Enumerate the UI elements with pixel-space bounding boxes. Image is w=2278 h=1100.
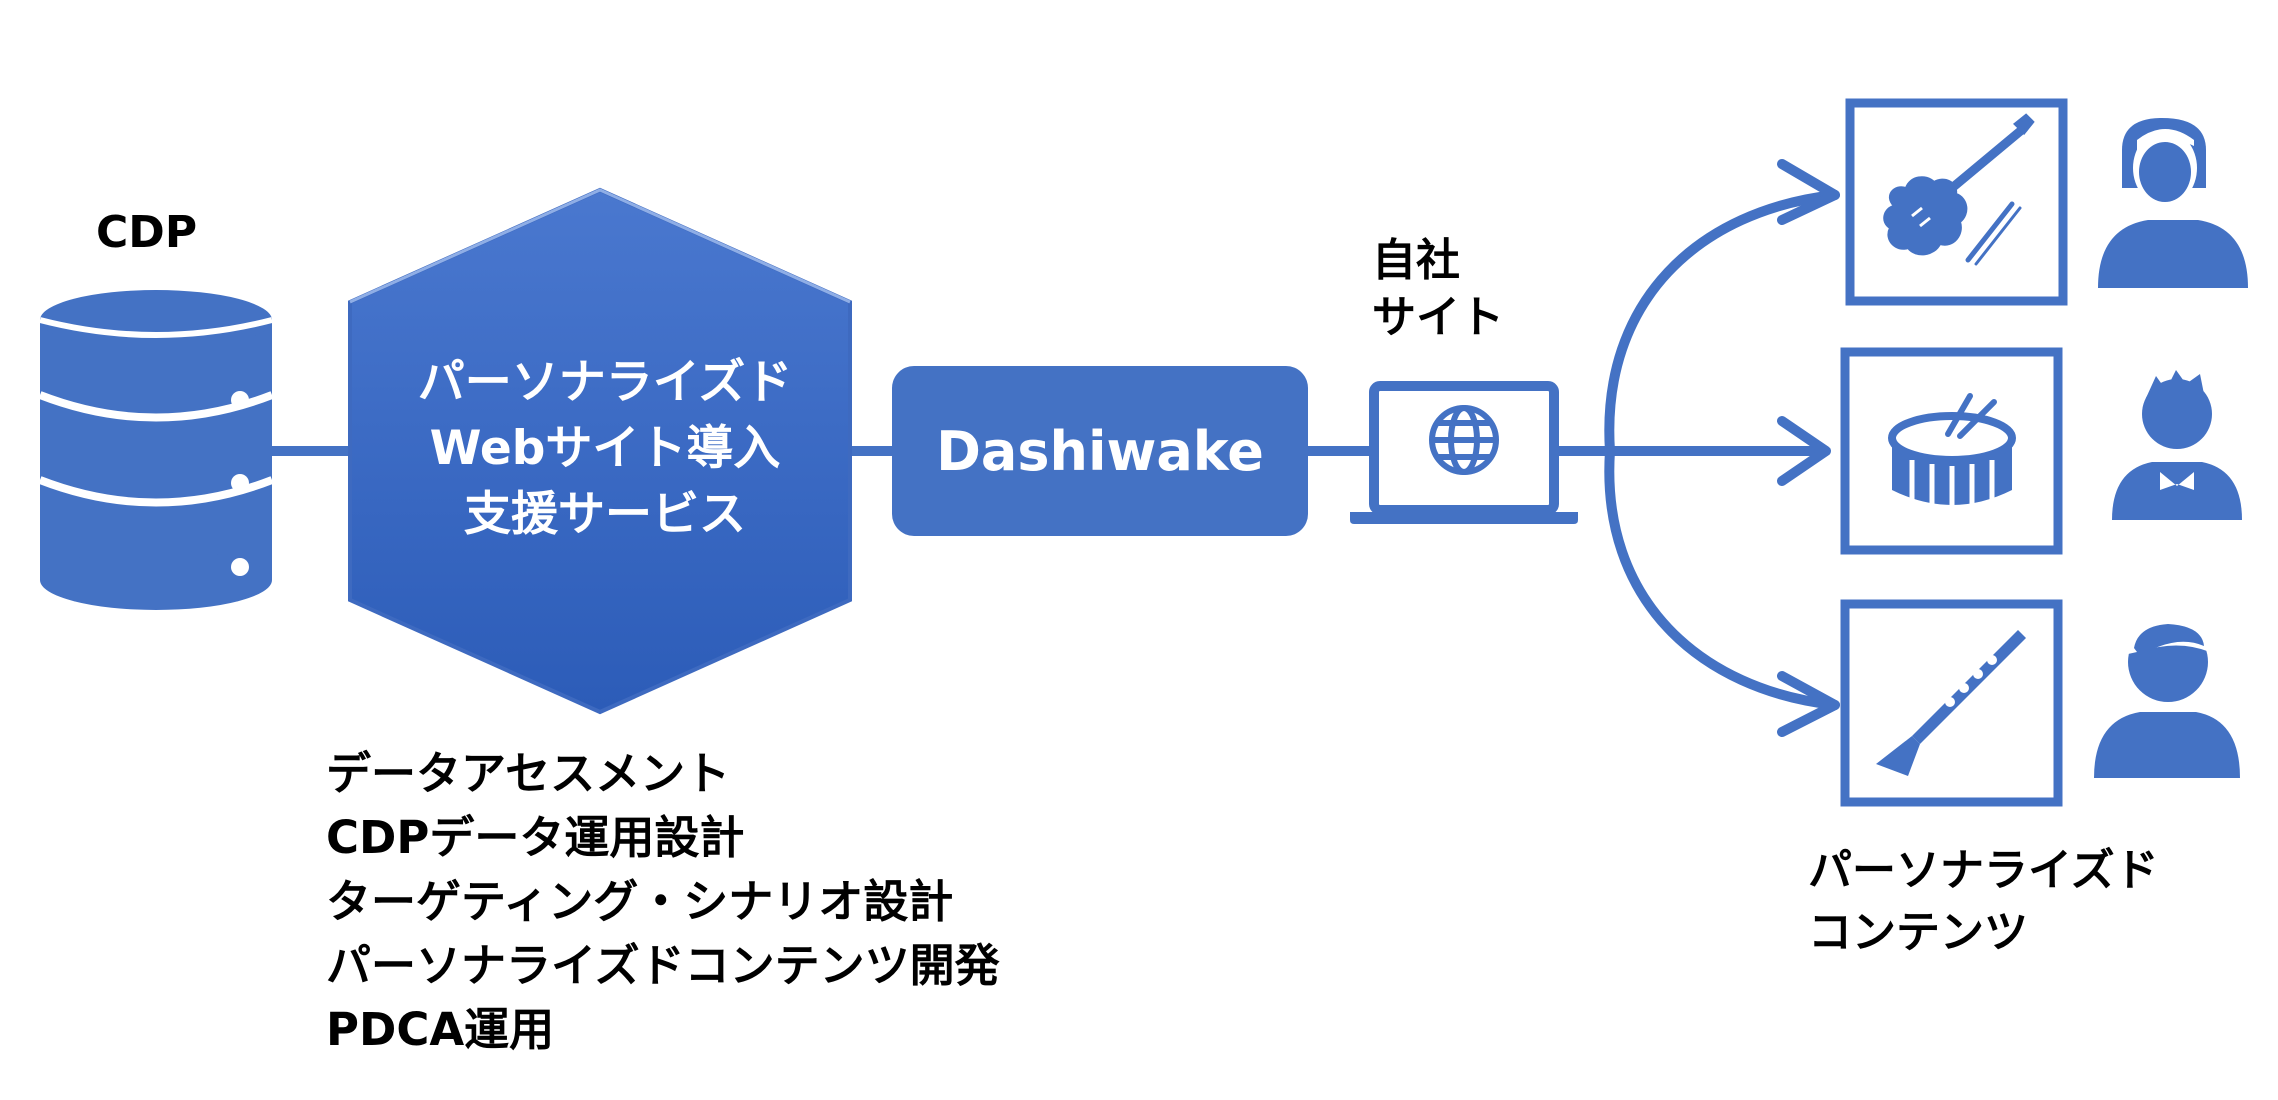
woman-user-icon [2098,118,2248,288]
hexagon-line-1: パーソナライズド [417,355,793,410]
content-card-violin [1845,98,2068,306]
arrow-head-middle [1777,416,1831,486]
service-list: データアセスメント CDPデータ運用設計 ターゲティング・シナリオ設計 パーソナ… [326,742,1000,1061]
distribution-arrows [1549,159,1840,737]
content-card-drum [1840,347,2063,555]
hexagon-line-2: Webサイト導入 [429,420,781,476]
lower-curve [1604,446,1840,710]
globe-icon [1429,405,1499,475]
man-user-icon [2094,618,2240,778]
hexagon-title: パーソナライズド Webサイト導入 支援サービス [340,350,870,547]
service-item: ターゲティング・シナリオ設計 [326,874,954,928]
service-hexagon [348,187,852,715]
clarinet-icon [1876,630,2026,776]
dashiwake-label: Dashiwake [936,419,1264,483]
database-icon [38,290,274,610]
own-site-line-2: サイト [1372,292,1504,344]
arrow-head-top [1777,159,1840,225]
service-item: パーソナライズドコンテンツ開発 [326,938,1000,992]
content-card-clarinet [1840,599,2063,807]
own-site-label: 自社 サイト [1372,232,1504,346]
cdp-label: CDP [96,207,198,258]
service-item: CDPデータ運用設計 [326,810,745,864]
own-site-line-1: 自社 [1372,235,1460,286]
violin-icon [1883,113,2035,266]
dashiwake-box [892,366,1308,536]
arrow-head-bottom [1777,671,1840,737]
service-item: PDCA運用 [326,1002,555,1056]
hexagon-line-3: 支援サービス [464,486,746,542]
laptop-icon [1350,381,1578,524]
personalized-content-line-2: コンテンツ [1808,907,2028,959]
personalized-content-line-1: パーソナライズド [1808,845,2159,896]
boy-user-icon [2112,370,2242,520]
drum-icon [1888,393,2016,508]
personalized-content-label: パーソナライズド コンテンツ [1808,840,2159,965]
service-item: データアセスメント [326,747,731,800]
upper-curve [1604,190,1840,456]
